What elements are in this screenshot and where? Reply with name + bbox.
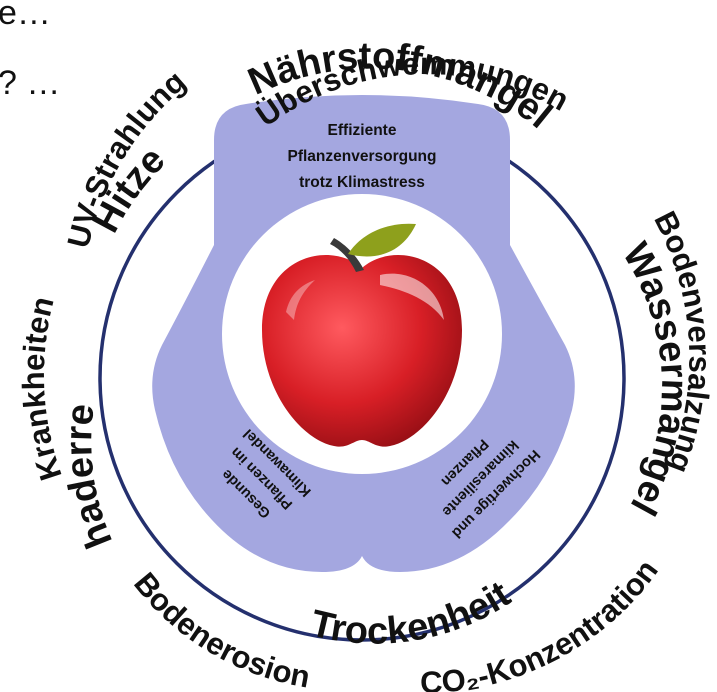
corner-text-2: ? … [0,64,61,102]
center-goal-line-2: Pflanzenversorgung [288,148,437,165]
corner-text-1: e… [0,0,51,32]
apple-leaf [348,223,416,257]
center-goal-line-3: trotz Klimastress [299,174,425,191]
apple-icon [262,223,462,447]
stressor-schaderreger: Schaderreger [0,0,121,554]
apple-stem [330,238,364,272]
center-goal-line-1: Effiziente [328,122,397,139]
